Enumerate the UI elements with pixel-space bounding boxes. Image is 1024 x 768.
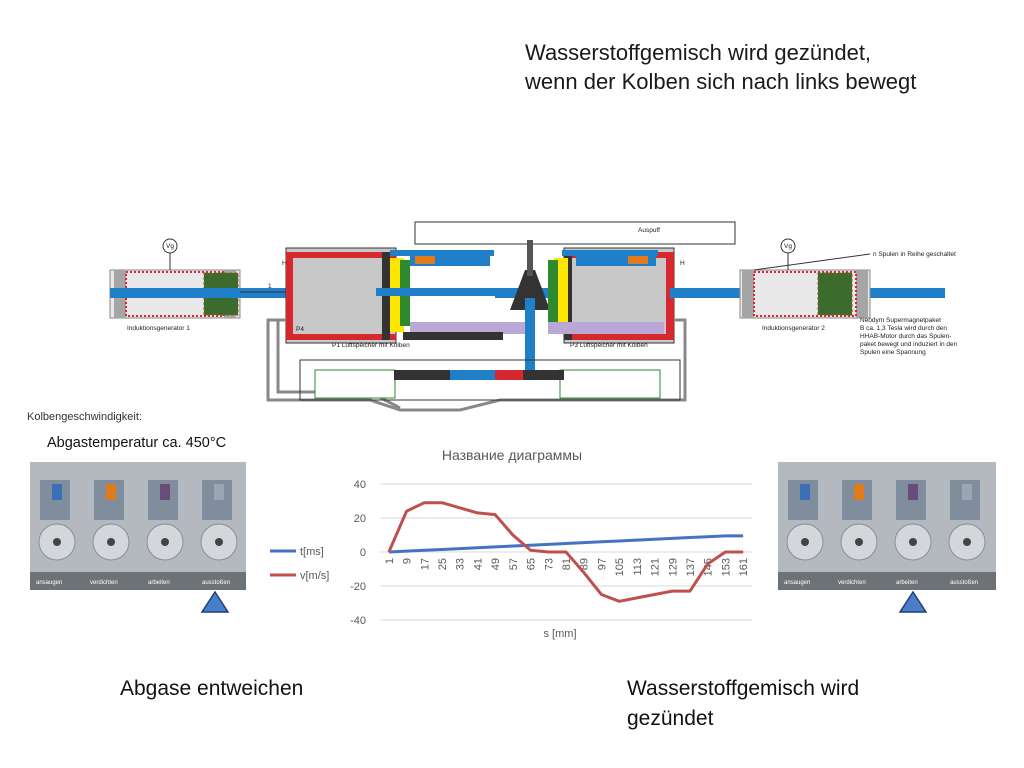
stroke-cell: verdichten (838, 480, 878, 586)
stroke-label-2: verdichten (838, 580, 866, 586)
x-tick-label: 65 (526, 558, 538, 570)
active-stroke-arrow-left (200, 590, 230, 613)
x-tick-label: 25 (437, 558, 449, 570)
stroke-cell: arbeiten (894, 480, 932, 586)
x-tick-label: 57 (508, 558, 520, 570)
cylinder-left: H P4 (282, 247, 410, 344)
stroke-label-4: ausstoßen (950, 580, 978, 586)
x-tick-label: 41 (472, 558, 484, 570)
x-tick-label: 105 (614, 558, 626, 576)
magnet-note: Neodym Supermagnetpaket B ca. 1,3 Tesla … (860, 317, 958, 356)
heading-line-2: wenn der Kolben sich nach links bewegt (525, 69, 917, 94)
chart-xlabel: s [mm] (544, 628, 577, 640)
stroke-cell: verdichten (90, 480, 130, 586)
series-line-0 (388, 534, 744, 554)
stroke-cell: ansaugen (784, 480, 824, 586)
stroke-cell: arbeiten (146, 480, 184, 586)
marker-h-left: H (282, 260, 287, 267)
y-tick-label: 0 (360, 547, 366, 559)
stroke-label-1: ansaugen (784, 580, 810, 586)
x-tick-label: 33 (455, 558, 467, 570)
x-tick-label: 49 (490, 558, 502, 570)
svg-text:B ca. 1,3 Tesla wird durch den: B ca. 1,3 Tesla wird durch den (860, 325, 947, 332)
x-tick-label: 97 (596, 558, 608, 570)
coil-label: n Spulen in Reihe geschaltet (873, 251, 956, 258)
y-tick-label: -20 (350, 581, 366, 593)
marker-1: 1 (268, 283, 272, 290)
stroke-cell: ausstoßen (948, 480, 986, 586)
heading-line-1: Wasserstoffgemisch wird gezündet, (525, 40, 872, 65)
x-tick-label: 73 (543, 558, 555, 570)
x-tick-label: 161 (738, 558, 750, 576)
stroke-label-4: ausstoßen (202, 580, 230, 586)
x-tick-label: 129 (667, 558, 679, 576)
x-tick-label: 153 (720, 558, 732, 576)
caption-left: Abgase entweichen (120, 677, 304, 700)
generator-left-label: Induktionsgenerator 1 (127, 325, 190, 332)
exhaust-temp-label: Abgastemperatur ca. 450°C (47, 435, 227, 451)
svg-text:Spulen eine Spannung: Spulen eine Spannung (860, 349, 926, 356)
stroke-cell: ausstoßen (200, 480, 238, 586)
stroke-strip-right: ansaugen verdichten arbeiten ausstoßen (778, 462, 996, 590)
stroke-strip-left: ansaugen verdichten arbeiten ausstoßen (30, 462, 246, 590)
x-tick-label: 113 (632, 558, 644, 576)
induction-generator-left: Vg Induktionsgenerator 1 (109, 238, 241, 332)
svg-text:HHAB-Motor durch das Spulen-: HHAB-Motor durch das Spulen- (860, 333, 951, 340)
x-tick-label: 121 (650, 558, 662, 576)
stroke-cell: ansaugen (36, 480, 76, 586)
x-tick-label: 81 (561, 558, 573, 570)
stroke-label-1: ansaugen (36, 580, 62, 586)
meter-label-left: Vg (166, 243, 174, 250)
stroke-label-2: verdichten (90, 580, 118, 586)
y-tick-label: -40 (350, 615, 366, 627)
stroke-label-3: arbeiten (148, 580, 170, 586)
x-tick-label: 137 (685, 558, 697, 576)
y-tick-label: 20 (354, 513, 366, 525)
x-tick-label: 17 (419, 558, 431, 570)
induction-generator-right: Vg n Spulen in Reihe geschaltet Induktio… (739, 238, 956, 332)
x-tick-label: 9 (402, 558, 414, 564)
svg-text:Neodym Supermagnetpaket: Neodym Supermagnetpaket (860, 317, 941, 324)
meter-label-right: Vg (784, 243, 792, 250)
piston-right-label: P3 Luftspeicher mit Kolben (570, 342, 648, 349)
generator-right-label: Induktionsgenerator 2 (762, 325, 825, 332)
active-stroke-arrow-right (898, 590, 928, 613)
legend-label: t[ms] (300, 546, 324, 558)
chart-title: Название диаграммы (442, 447, 582, 463)
piston-speed-label: Kolbengeschwindigkeit: (27, 411, 142, 423)
caption-right: Wasserstoffgemisch wird gezündet (627, 677, 860, 730)
x-tick-label: 1 (384, 558, 396, 564)
legend-label: v[m/s] (300, 570, 329, 582)
exhaust-label: Auspuff (638, 227, 660, 234)
series-line-1 (387, 501, 744, 603)
marker-p4-left: P4 (296, 326, 304, 333)
svg-text:paket bewegt und induziert in: paket bewegt und induziert in den (860, 341, 958, 348)
shaft-left (110, 288, 300, 298)
piston-left-label: P1 Luftspeicher mit Kolben (332, 342, 410, 349)
x-tick-label: 89 (579, 558, 591, 570)
stroke-label-3: arbeiten (896, 580, 918, 586)
heading: Wasserstoffgemisch wird gezündet, wenn d… (525, 38, 1005, 96)
marker-h-right: H (680, 260, 685, 267)
engine-diagram: Vg Induktionsgenerator 1 1 Auspuff H P4 … (109, 221, 958, 412)
y-tick-label: 40 (354, 479, 366, 491)
